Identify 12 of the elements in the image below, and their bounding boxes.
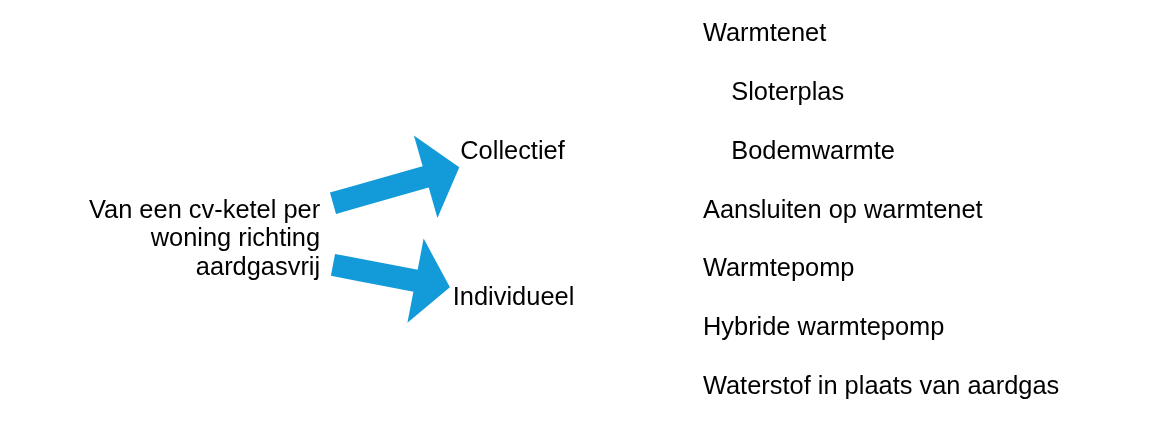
node-text: Collectief	[459, 135, 565, 164]
node-text: Van een cv-ketel per woning richting aardgasvrij	[88, 194, 320, 280]
label: Waterstof in plaats van aardgas	[702, 370, 1059, 399]
label: Sloterplas	[730, 76, 844, 105]
label: Warmtenet	[702, 18, 826, 47]
label: Aansluiten op warmtenet	[702, 194, 983, 223]
arrow	[329, 135, 459, 219]
node-text: Individueel	[452, 281, 574, 310]
label: Hybride warmtepomp	[702, 312, 944, 341]
arrow	[330, 238, 450, 323]
label: Warmtepomp	[702, 253, 854, 282]
label: Bodemwarmte	[730, 135, 895, 164]
